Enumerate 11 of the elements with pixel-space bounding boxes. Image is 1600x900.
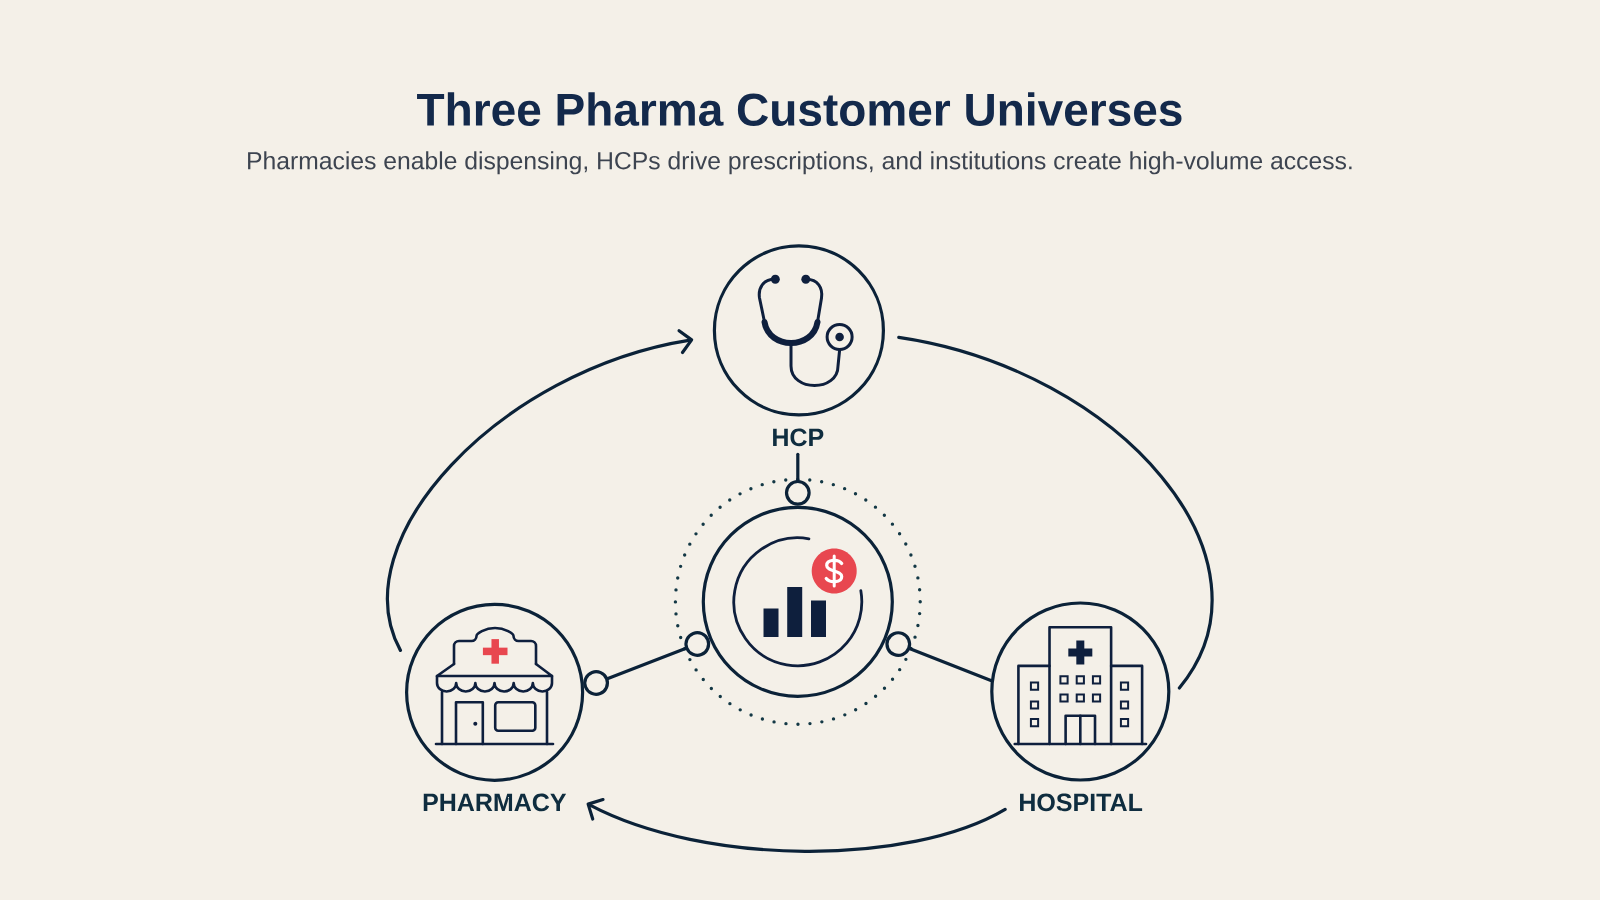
node-label: HCP	[773, 428, 824, 447]
connector-line	[583, 631, 711, 696]
title: Three Pharma Customer Universes	[417, 92, 1182, 127]
node-label: PHARMACY	[423, 793, 567, 812]
node-label: HOSPITAL	[1020, 793, 1143, 812]
curved-arrow	[586, 797, 1007, 853]
curved-arrow	[386, 329, 694, 652]
subtitle: Pharmacies enable dispensing, HCPs drive prescriptions, and institutions create high-volume access.	[248, 151, 1352, 175]
curved-line	[897, 335, 1213, 690]
connector-line	[784, 452, 811, 506]
connector-line	[885, 631, 993, 683]
